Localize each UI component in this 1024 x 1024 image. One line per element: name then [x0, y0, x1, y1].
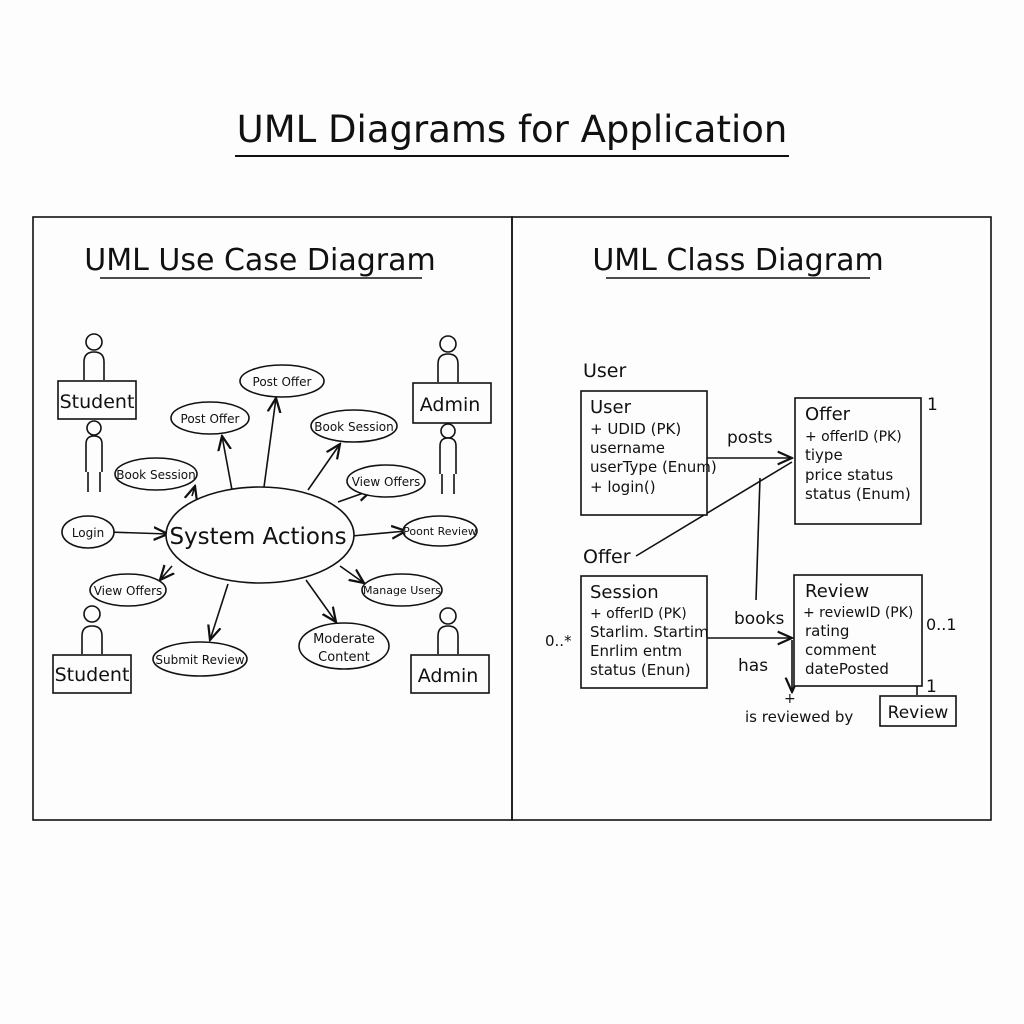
class-offer: Offer + offerID (PK) tiype price status … — [794, 397, 922, 525]
class-attr: status (Enum) — [805, 485, 911, 503]
use-case-label: Book Session — [314, 420, 393, 434]
class-review: Review + reviewID (PK) rating comment da… — [793, 574, 923, 687]
class-attr: + login() — [590, 478, 656, 496]
oval-book-session-left — [114, 457, 198, 491]
page-title-text: UML Diagrams for Application — [234, 108, 790, 157]
oval-post-offer-top — [239, 364, 325, 398]
actor-label: Student — [55, 664, 130, 686]
oval-manage-users — [361, 573, 443, 607]
actor-label: Student — [60, 391, 135, 413]
use-case-ovals: Post Offer Post Offer Book Session Book … — [61, 364, 478, 677]
use-case-label: Manage Users — [363, 584, 441, 597]
use-case-label: Submit Review — [155, 653, 244, 667]
use-case-arrows — [107, 398, 406, 640]
use-case-label: Post Offer — [181, 412, 240, 426]
use-case-label: View Offers — [94, 584, 163, 598]
class-name: Session — [590, 582, 659, 603]
oval-book-session-right — [310, 409, 398, 443]
oval-moderate-content — [298, 622, 390, 670]
class-session: Session + offerID (PK) Starlim. Startim … — [580, 575, 709, 689]
class-name: Review — [805, 581, 869, 602]
class-attr: price status — [805, 466, 893, 484]
use-case-label: Book Session — [116, 468, 195, 482]
class-attr: status (Enun) — [590, 661, 691, 679]
relation-label: posts — [727, 428, 773, 448]
class-attr: tiype — [805, 446, 843, 464]
use-case-label: Poont Review — [403, 525, 477, 538]
use-case-label: Post Offer — [253, 375, 312, 389]
page-title: UML Diagrams for Application — [0, 108, 1024, 157]
class-attr: + reviewID (PK) — [803, 605, 913, 621]
actor-label: Admin — [418, 665, 479, 687]
actor-student-bottom: Student — [52, 605, 132, 694]
system-actions-ellipse — [165, 486, 355, 584]
multiplicity-label: 0..1 — [926, 615, 957, 634]
actor-student-top: Student — [57, 333, 137, 492]
relation-label: books — [734, 609, 784, 629]
oval-post-offer — [170, 401, 250, 435]
class-attr: + offerID (PK) — [590, 606, 687, 622]
use-case-label: Content — [318, 650, 370, 665]
class-attr: datePosted — [805, 660, 889, 678]
multiplicity-label: 1 — [926, 677, 937, 697]
class-attr: + UDID (PK) — [590, 420, 681, 438]
offer-label: Offer — [583, 546, 631, 568]
class-relations — [635, 458, 918, 695]
class-user: User + UDID (PK) username userType (Enum… — [580, 390, 717, 516]
class-name: Offer — [805, 404, 851, 425]
actor-admin-top: Admin — [412, 335, 492, 494]
multiplicity-label: 1 — [927, 395, 938, 415]
system-actions-label: System Actions — [169, 524, 346, 550]
class-attr: Starlim. Startim — [590, 623, 709, 641]
class-attr: userType (Enum) — [590, 458, 717, 476]
multiplicity-label: + — [784, 691, 796, 707]
class-attr: Enrlim entm — [590, 642, 682, 660]
class-panel — [511, 216, 992, 821]
class-heading: UML Class Diagram — [592, 243, 883, 278]
class-attr: comment — [805, 641, 876, 659]
use-case-heading: UML Use Case Diagram — [84, 243, 435, 278]
use-case-label: Login — [72, 526, 104, 540]
multiplicity-label: 0..* — [545, 632, 572, 650]
class-attr: username — [590, 439, 665, 457]
relation-label: has — [738, 656, 768, 676]
class-name: User — [590, 397, 632, 418]
class-review-small: Review — [879, 695, 957, 727]
oval-login — [61, 515, 115, 549]
class-name: Review — [888, 703, 949, 723]
user-label: User — [583, 360, 626, 382]
class-attr: rating — [805, 622, 849, 640]
oval-submit-review — [152, 641, 248, 677]
use-case-label: View Offers — [352, 475, 421, 489]
class-attr: + offerID (PK) — [805, 429, 902, 445]
oval-post-review — [402, 515, 478, 547]
oval-view-offers-left — [89, 573, 167, 607]
relation-label: is reviewed by — [745, 708, 853, 726]
oval-view-offers-right — [346, 464, 426, 498]
actor-label: Admin — [420, 394, 481, 416]
actor-admin-bottom: Admin — [410, 607, 490, 694]
use-case-label: Moderate — [313, 632, 375, 647]
